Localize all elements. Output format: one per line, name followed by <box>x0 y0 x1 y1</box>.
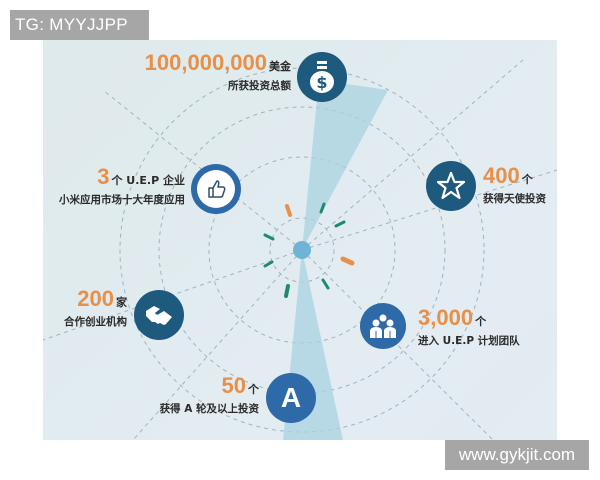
stat-unit: 个 <box>521 173 533 186</box>
stat-value: 100,000,000 <box>144 50 267 75</box>
stat-unit: 个 U.E.P 企业 <box>111 174 185 187</box>
thumbs-up-icon <box>191 164 241 214</box>
letter-a-icon: A <box>266 373 316 423</box>
stat-caption: 获得 A 轮及以上投资 <box>159 403 259 415</box>
star-icon <box>426 161 476 211</box>
stat-value: 50 <box>221 373 246 398</box>
stat-caption: 合作创业机构 <box>64 316 127 328</box>
stat-value: 3,000 <box>418 305 474 330</box>
stat-unit: 个 <box>475 315 487 328</box>
money-bag-icon: $ <box>297 52 347 102</box>
stat-caption: 所获投资总额 <box>228 80 291 92</box>
beam-top <box>302 80 388 250</box>
stat-value: 400 <box>483 163 520 188</box>
svg-text:$: $ <box>316 73 327 92</box>
watermark-top: TG: MYYJJPP <box>10 10 149 40</box>
handshake-icon <box>134 290 184 340</box>
stat-unit: 家 <box>116 296 127 309</box>
stat-caption: 进入 U.E.P 计划团队 <box>418 335 520 347</box>
stat-caption: 获得天使投资 <box>483 193 546 205</box>
stat-unit: 美金 <box>269 60 291 73</box>
stat-caption: 小米应用市场十大年度应用 <box>59 194 185 206</box>
watermark-bottom: www.gykjit.com <box>445 440 589 470</box>
center-dot <box>293 241 311 259</box>
stat-value: 3 <box>97 164 110 189</box>
stat-value: 200 <box>77 286 114 311</box>
team-icon <box>360 303 406 349</box>
stat-unit: 个 <box>248 383 259 396</box>
